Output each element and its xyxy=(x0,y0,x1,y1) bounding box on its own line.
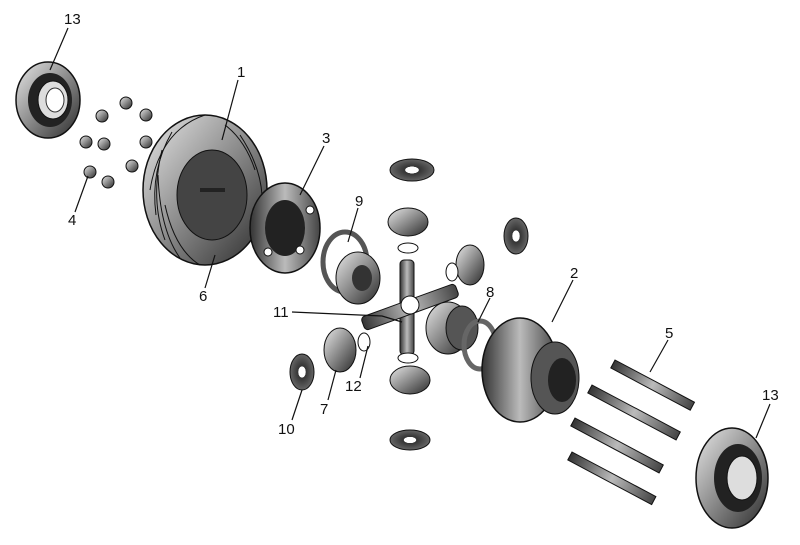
thrust-washer-bottom xyxy=(389,429,431,451)
callout-11: 11 xyxy=(273,304,289,321)
pinion-gear-right xyxy=(445,244,485,286)
thrust-washer-10 xyxy=(289,353,315,391)
case-half-right xyxy=(481,317,580,423)
callout-8: 8 xyxy=(486,284,494,301)
leader-lines xyxy=(49,27,771,439)
side-gear-left xyxy=(335,251,381,305)
case-half-left xyxy=(249,182,321,274)
spider-cross xyxy=(361,259,459,356)
callout-1: 1 xyxy=(237,64,245,81)
callout-7: 7 xyxy=(320,401,328,418)
callout-5: 5 xyxy=(665,325,673,342)
ring-gear xyxy=(142,114,268,266)
pinion-gear-left-lower xyxy=(323,327,371,373)
bearing-left xyxy=(15,61,81,139)
pinion-gear-bottom xyxy=(389,352,431,395)
callout-9: 9 xyxy=(355,193,363,210)
callout-10: 10 xyxy=(278,421,295,438)
callout-2: 2 xyxy=(570,265,578,282)
thrust-washer-top xyxy=(389,158,435,182)
thrust-washer-right xyxy=(503,217,529,255)
side-gear-right xyxy=(425,301,499,372)
bearing-right xyxy=(695,427,769,529)
pinion-gear-top xyxy=(387,207,429,254)
bolts-group xyxy=(567,359,696,506)
callout-4: 4 xyxy=(68,212,76,229)
callout-12: 12 xyxy=(345,378,362,395)
callout-13-top: 13 xyxy=(64,11,81,28)
callout-labels: 13 1 3 4 6 9 11 8 2 5 12 7 10 13 xyxy=(64,11,779,438)
callout-3: 3 xyxy=(322,130,330,147)
callout-6: 6 xyxy=(199,288,207,305)
callout-13-bottom: 13 xyxy=(762,387,779,404)
nuts-group xyxy=(79,96,153,189)
